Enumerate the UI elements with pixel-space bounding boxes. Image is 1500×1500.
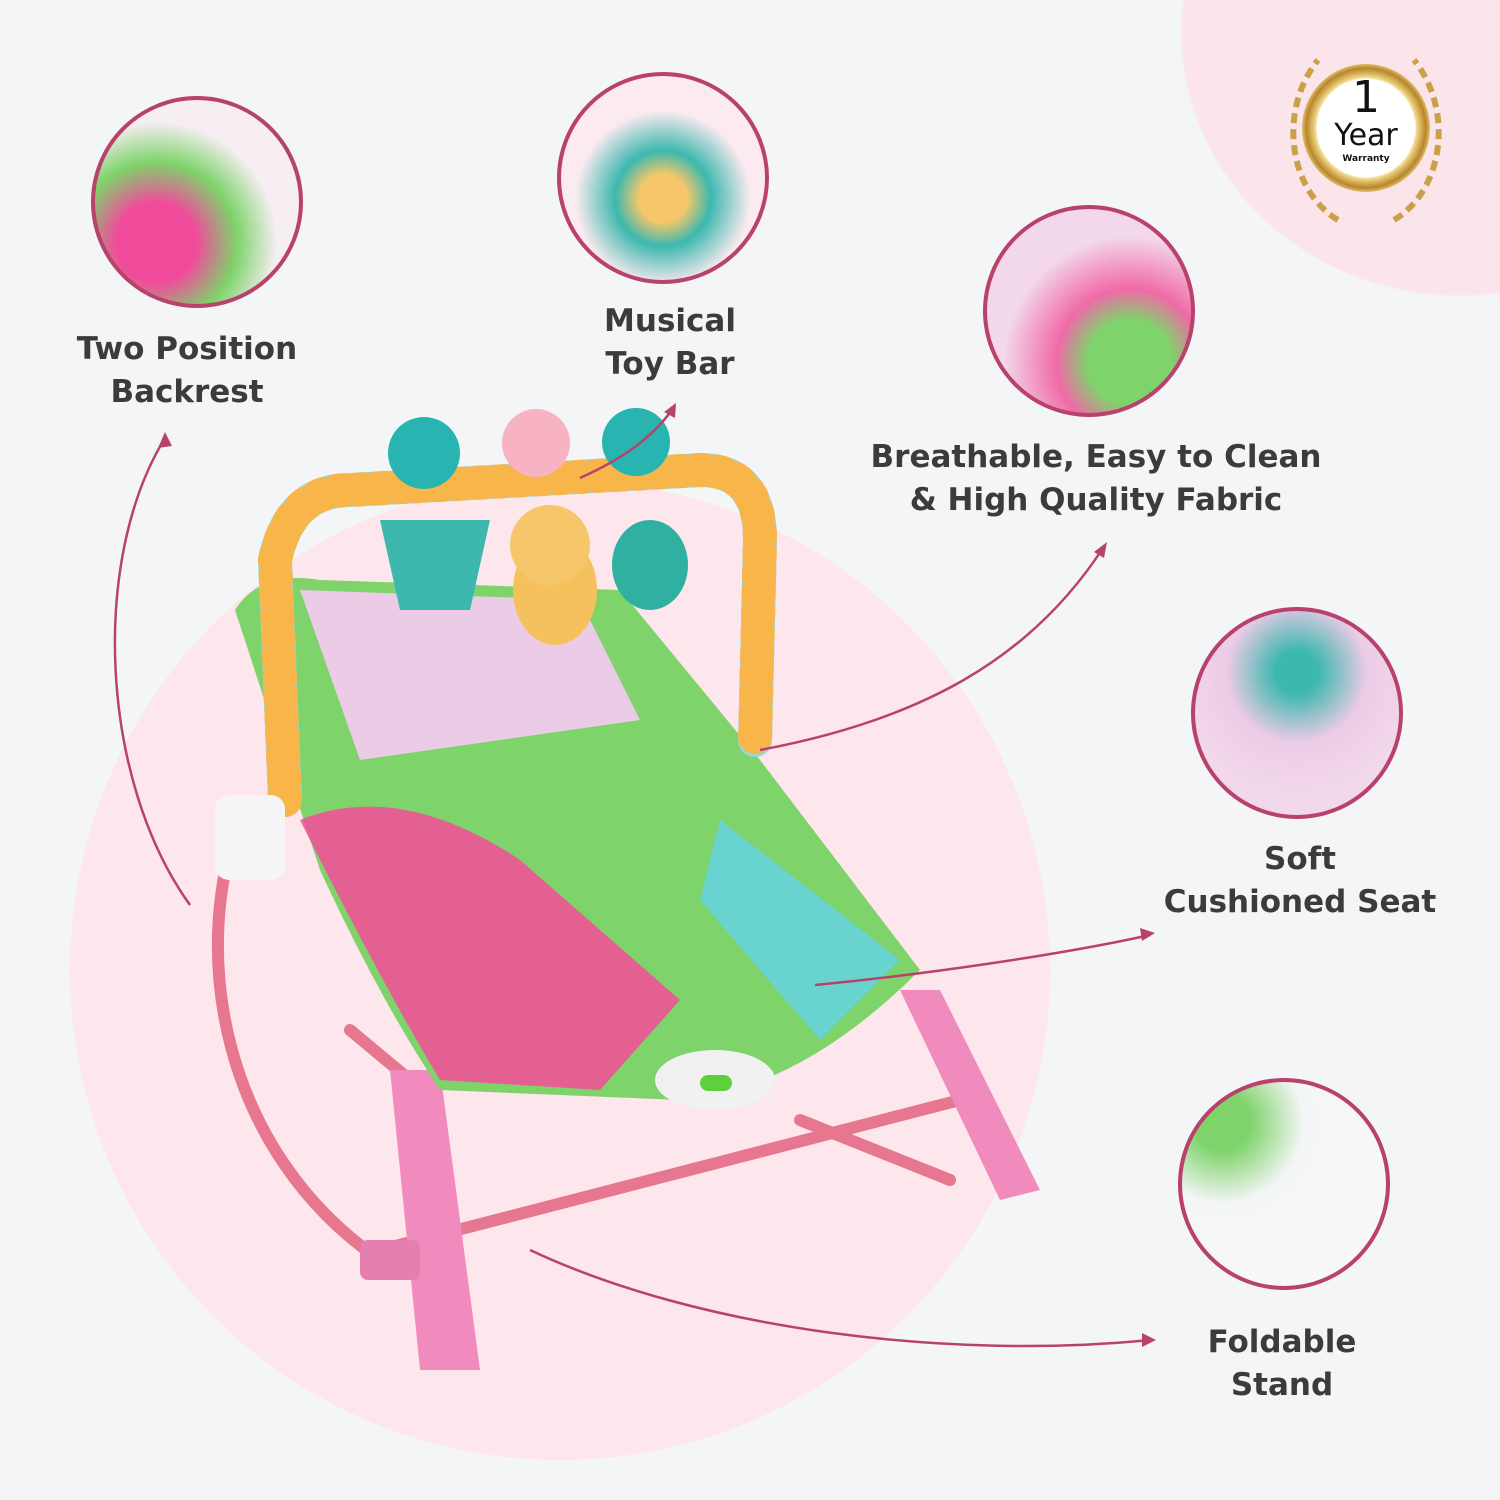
toy-bar-arch — [257, 452, 778, 817]
hanging-toys — [380, 408, 688, 645]
feature-image-fabric — [983, 205, 1195, 417]
badge-number: 1 — [1352, 72, 1380, 123]
feature-label-line: Cushioned Seat — [1163, 884, 1437, 920]
badge-ring — [1302, 64, 1430, 192]
arrow-heads — [158, 403, 1156, 1347]
feature-label-line: Stand — [1230, 1367, 1334, 1403]
warranty-badge: 1 Year Warranty — [1278, 50, 1454, 230]
feature-label-line: Two Position — [76, 331, 298, 367]
feature-image-toy-bar — [557, 72, 769, 284]
music-switch — [700, 1075, 732, 1091]
seat-pink-pattern — [300, 806, 680, 1090]
feature-label-line: Toy Bar — [605, 346, 735, 382]
feature-label-fabric: Breathable, Easy to Clean & High Quality … — [846, 436, 1346, 522]
badge-unit: Year — [1334, 118, 1398, 153]
callout-arrows — [113, 409, 1151, 1348]
badge-caption: Warranty — [1342, 154, 1390, 164]
feature-label-line: Musical — [604, 303, 736, 339]
feature-label-line: Foldable — [1207, 1324, 1357, 1360]
seat-teal-pattern — [700, 820, 900, 1040]
feature-image-backrest — [91, 96, 303, 308]
feature-image-stand — [1178, 1078, 1390, 1290]
feature-image-seat — [1191, 607, 1403, 819]
laurel-wreath-icon — [1290, 58, 1442, 223]
feature-label-line: Soft — [1264, 841, 1336, 877]
feature-label-line: & High Quality Fabric — [909, 482, 1283, 518]
rocker-legs — [360, 990, 1040, 1370]
recline-knob — [215, 795, 285, 880]
feature-label-line: Breathable, Easy to Clean — [870, 439, 1322, 475]
feature-label-line: Backrest — [110, 374, 264, 410]
